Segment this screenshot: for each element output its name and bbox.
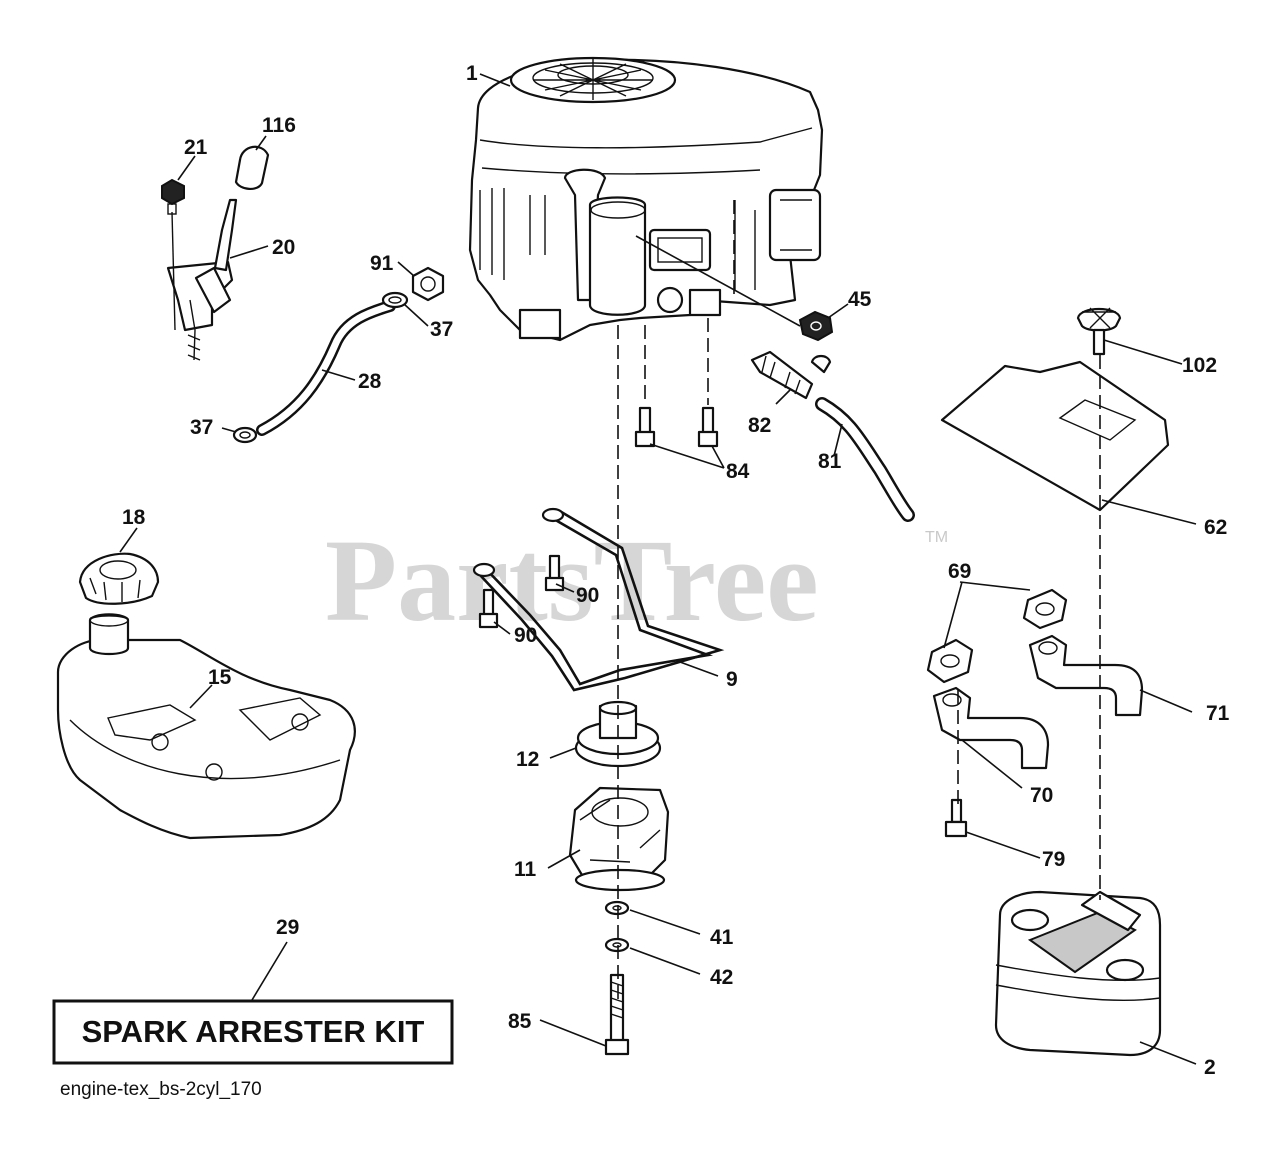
gasket-69-right[interactable]	[1022, 588, 1068, 630]
callout-11: 11	[514, 858, 537, 881]
callout-90-lower: 90	[514, 624, 537, 647]
callout-12: 12	[516, 748, 539, 771]
callout-labels: 1 116 21 20 91 37 28 37 45 102 82 81 84 …	[122, 62, 1230, 1079]
bolt-85[interactable]	[604, 973, 630, 1056]
callout-15: 15	[208, 666, 232, 689]
exhaust-pipe-71[interactable]	[1028, 634, 1144, 717]
exhaust-pipe-70[interactable]	[932, 686, 1050, 770]
pto-clutch-11[interactable]	[568, 786, 670, 892]
drawing-code: engine-tex_bs-2cyl_170	[60, 1079, 262, 1100]
watermark-text: PartsTree	[325, 515, 819, 646]
bolt-90-upper[interactable]	[544, 554, 565, 592]
knob-116[interactable]	[234, 145, 270, 190]
callout-90-upper: 90	[576, 584, 599, 607]
bolt-84-right[interactable]	[697, 406, 719, 448]
fuel-hose-81[interactable]	[815, 397, 915, 522]
leader-lines	[119, 73, 1197, 1065]
callout-81: 81	[818, 450, 842, 473]
callout-28: 28	[358, 370, 382, 393]
callout-102: 102	[1182, 354, 1217, 377]
callout-9: 9	[726, 668, 738, 691]
bolt-21[interactable]	[161, 178, 185, 215]
callout-29: 29	[276, 916, 299, 939]
spark-arrester-kit-label: SPARK ARRESTER KIT	[82, 1014, 425, 1049]
hose-clamp-37-lower[interactable]	[232, 426, 258, 444]
fitting-91[interactable]	[411, 266, 445, 302]
fuel-filter-82[interactable]	[750, 350, 832, 400]
watermark-trademark: TM	[925, 529, 948, 546]
fuel-line-28[interactable]	[256, 300, 396, 436]
spark-arrester-kit-box[interactable]: SPARK ARRESTER KIT	[52, 999, 454, 1065]
callout-71: 71	[1206, 702, 1230, 725]
callout-21: 21	[184, 136, 208, 159]
callout-2: 2	[1204, 1056, 1216, 1079]
callout-41: 41	[710, 926, 734, 949]
callout-42: 42	[710, 966, 733, 989]
assembly-dashed-lines	[617, 200, 1101, 1000]
callout-45: 45	[848, 288, 872, 311]
callout-82: 82	[748, 414, 771, 437]
engine-bracket-9[interactable]	[472, 507, 725, 692]
heat-shield-62[interactable]	[940, 360, 1170, 512]
hose-clamp-37-upper[interactable]	[381, 291, 409, 309]
muffler-2[interactable]	[994, 890, 1162, 1057]
fuel-tank-15[interactable]	[56, 613, 356, 840]
callout-69: 69	[948, 560, 971, 583]
fuel-cap-18[interactable]	[78, 552, 160, 605]
callout-37-upper: 37	[430, 318, 453, 341]
callout-37-lower: 37	[190, 416, 213, 439]
nut-45[interactable]	[798, 310, 834, 342]
callout-85: 85	[508, 1010, 532, 1033]
bolt-84-left[interactable]	[634, 406, 656, 448]
callout-70: 70	[1030, 784, 1053, 807]
bolt-79[interactable]	[944, 798, 968, 838]
washer-42[interactable]	[604, 937, 630, 953]
bolt-90-lower[interactable]	[478, 588, 499, 629]
callout-116: 116	[262, 114, 296, 137]
engine-assembly[interactable]	[468, 56, 824, 342]
washer-41[interactable]	[604, 900, 630, 916]
callout-1: 1	[466, 62, 478, 85]
callout-62: 62	[1204, 516, 1227, 539]
callout-84: 84	[726, 460, 750, 483]
callout-20: 20	[272, 236, 295, 259]
callout-18: 18	[122, 506, 146, 529]
gasket-69-left[interactable]	[926, 638, 974, 684]
push-fastener-102[interactable]	[1076, 307, 1122, 356]
callout-91: 91	[370, 252, 394, 275]
throttle-control[interactable]	[166, 198, 238, 361]
callout-79: 79	[1042, 848, 1065, 871]
